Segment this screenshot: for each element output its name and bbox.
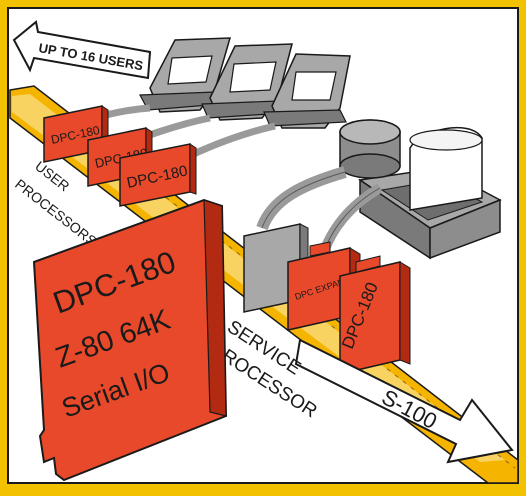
printer-spool xyxy=(340,120,400,178)
service-card: DPC-180 xyxy=(338,256,410,374)
printer-paper xyxy=(410,128,482,210)
